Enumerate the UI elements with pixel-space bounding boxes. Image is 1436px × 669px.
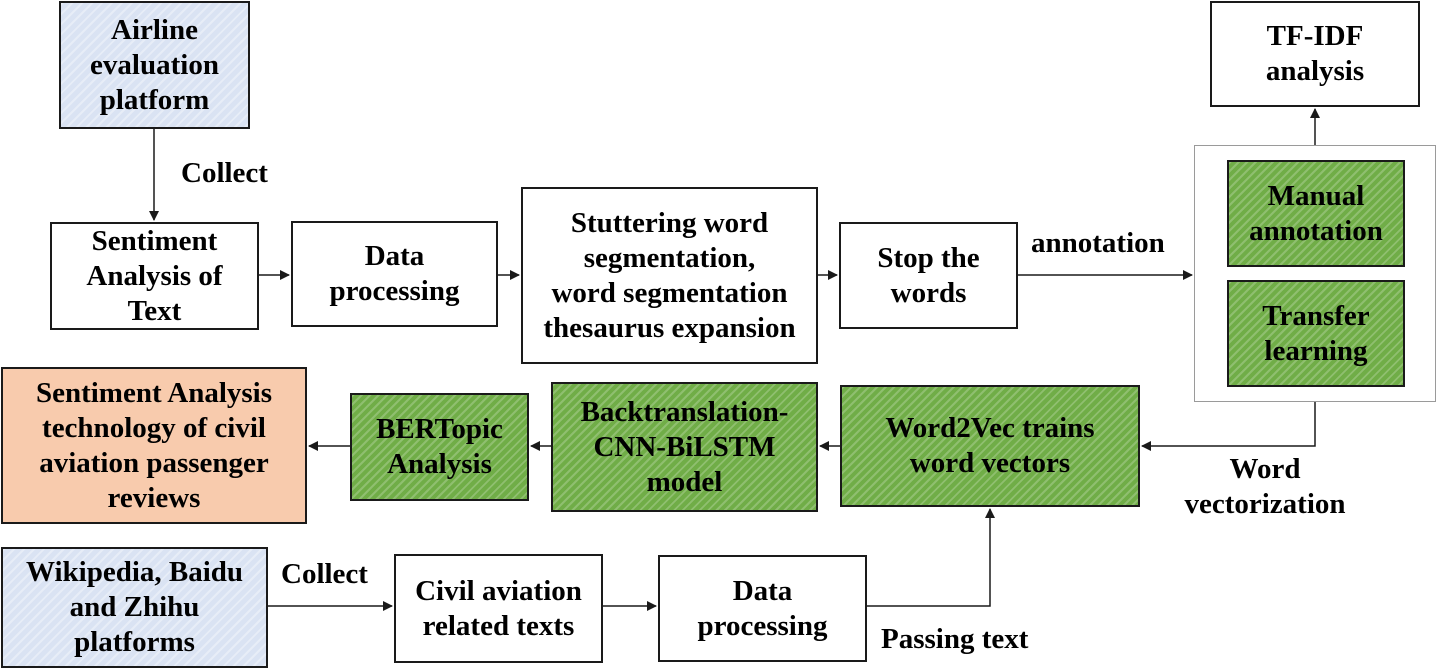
passing-text-label: Passing text (881, 623, 1029, 655)
wiki-baidu-zhihu-label: Wikipedia, Baidu and Zhihu platforms (25, 556, 244, 658)
civil-aviation-texts-label: Civil aviation related texts (415, 574, 582, 642)
sentiment-technology-output-label: Sentiment Analysis technology of civil a… (35, 376, 273, 514)
stuttering-segmentation-label: Stuttering word segmentation, word segme… (543, 206, 796, 344)
arrow-processing-to-word2vec (867, 508, 995, 607)
sentiment-technology-output-node: Sentiment Analysis technology of civil a… (1, 367, 307, 524)
bertopic-analysis-node: BERTopic Analysis (350, 393, 529, 501)
data-processing-bottom-label: Data processing (697, 574, 828, 642)
data-processing-top-label: Data processing (329, 240, 460, 307)
data-processing-bottom-node: Data processing (658, 555, 867, 662)
word2vec-label: Word2Vec trains word vectors (885, 412, 1095, 479)
transfer-learning-label: Transfer learning (1262, 299, 1370, 367)
collect-bottom-label: Collect (281, 558, 368, 590)
airline-evaluation-platform-label: Airline evaluation platform (90, 13, 219, 116)
stop-words-label: Stop the words (877, 241, 980, 309)
tfidf-analysis-node: TF-IDF analysis (1210, 1, 1420, 107)
civil-aviation-texts-node: Civil aviation related texts (394, 554, 603, 663)
wiki-baidu-zhihu-node: Wikipedia, Baidu and Zhihu platforms (1, 547, 268, 668)
bertopic-analysis-label: BERTopic Analysis (376, 413, 503, 480)
transfer-learning-node: Transfer learning (1227, 280, 1405, 387)
data-processing-top-node: Data processing (291, 221, 498, 327)
airline-evaluation-platform-node: Airline evaluation platform (59, 1, 250, 129)
collect-top-label: Collect (181, 157, 268, 189)
stop-words-node: Stop the words (839, 222, 1018, 329)
tfidf-analysis-label: TF-IDF analysis (1265, 20, 1365, 87)
word-vectorization-label: Word vectorization (1184, 453, 1346, 520)
sentiment-analysis-text-label: Sentiment Analysis of Text (86, 224, 223, 327)
stuttering-segmentation-node: Stuttering word segmentation, word segme… (521, 187, 818, 364)
manual-annotation-label: Manual annotation (1249, 179, 1383, 247)
sentiment-analysis-text-node: Sentiment Analysis of Text (50, 222, 259, 330)
word2vec-node: Word2Vec trains word vectors (840, 385, 1140, 507)
backtranslation-cnn-bilstm-label: Backtranslation- CNN-BiLSTM model (580, 395, 789, 498)
arrow-annotation-group-to-word2vec (1141, 402, 1316, 451)
backtranslation-cnn-bilstm-node: Backtranslation- CNN-BiLSTM model (551, 382, 818, 512)
annotation-label: annotation (1031, 227, 1165, 259)
manual-annotation-node: Manual annotation (1227, 160, 1405, 267)
